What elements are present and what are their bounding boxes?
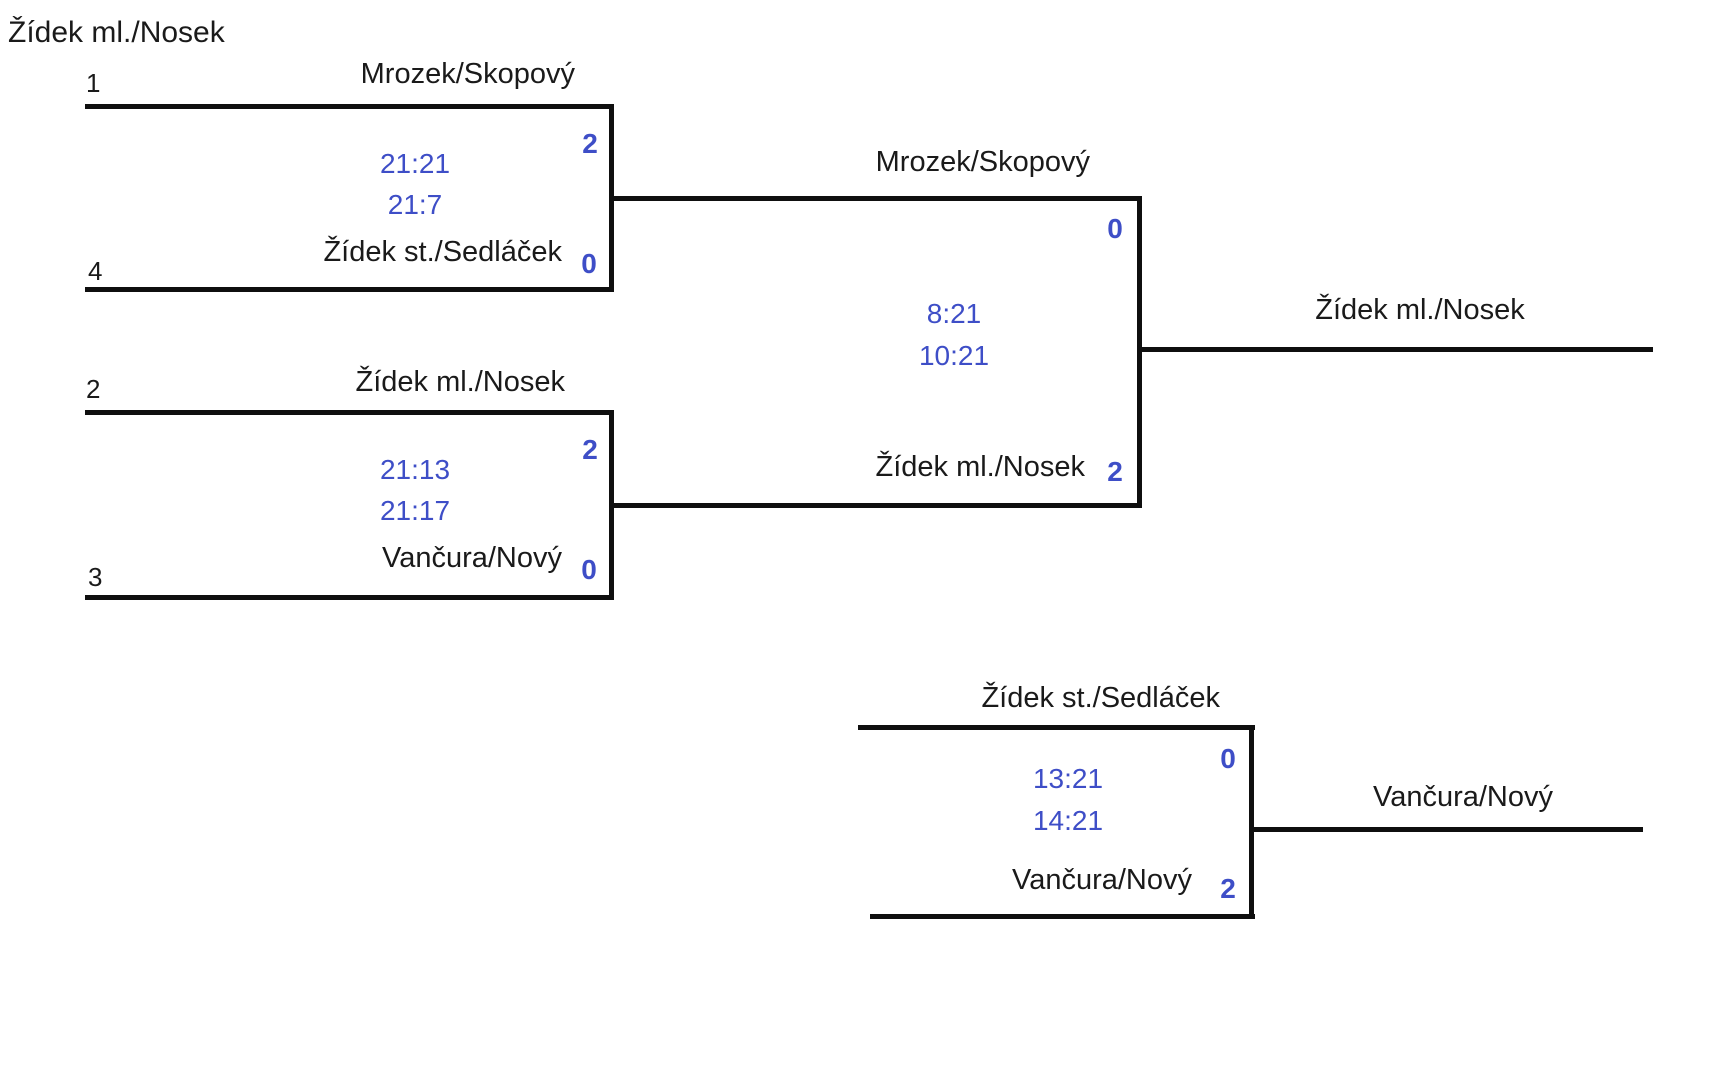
sf1-set-2: 21:7 (387, 189, 443, 220)
sf1-score-top: 2 (582, 128, 598, 159)
final-right-line (1137, 196, 1142, 508)
sf1-set-1: 21:21 (379, 148, 451, 179)
sf1-team-top: Mrozek/Skopový (360, 58, 575, 90)
sf2-seed-top: 2 (86, 374, 101, 404)
champion-name: Žídek ml./Nosek (1315, 294, 1525, 326)
tp-score-top: 0 (1220, 743, 1236, 774)
sf2-team-bottom: Vančura/Nový (382, 542, 562, 574)
sf1-seed-bottom: 4 (88, 256, 103, 286)
third-place-winner-line (1249, 827, 1643, 832)
sf1-right-line (609, 104, 614, 292)
final-team-top: Mrozek/Skopový (875, 146, 1090, 178)
final-score-bottom: 2 (1107, 456, 1123, 487)
sf2-bottom-line (85, 595, 614, 600)
tp-right-line (1249, 725, 1254, 919)
final-top-line (612, 196, 1140, 201)
tp-team-bottom: Vančura/Nový (1012, 864, 1192, 896)
tp-set-2: 14:21 (1032, 805, 1104, 836)
sf1-seed-top: 1 (86, 68, 101, 98)
bracket-title: Žídek ml./Nosek (8, 16, 225, 49)
sf2-seed-bottom: 3 (88, 562, 103, 592)
sf2-score-bottom: 0 (581, 554, 597, 585)
final-bottom-line (612, 503, 1140, 508)
sf2-right-line (609, 410, 614, 600)
sf1-score-bottom: 0 (581, 248, 597, 279)
sf2-team-top: Žídek ml./Nosek (355, 366, 566, 398)
champion-line (1137, 347, 1653, 352)
sf2-set-1: 21:13 (379, 454, 451, 485)
tp-team-top: Žídek st./Sedláček (981, 682, 1220, 714)
sf1-top-line (85, 104, 614, 109)
sf1-team-bottom: Žídek st./Sedláček (323, 236, 562, 268)
sf2-top-line (85, 410, 614, 415)
final-score-top: 0 (1107, 213, 1123, 244)
third-place-winner-name: Vančura/Nový (1373, 781, 1553, 813)
sf2-set-2: 21:17 (379, 495, 451, 526)
sf2-score-top: 2 (582, 434, 598, 465)
final-set-2: 10:21 (918, 340, 990, 371)
final-team-bottom: Žídek ml./Nosek (875, 451, 1086, 483)
tp-top-line (858, 725, 1255, 730)
tp-score-bottom: 2 (1220, 873, 1236, 904)
tp-bottom-line (870, 914, 1255, 919)
sf1-bottom-line (85, 287, 614, 292)
final-set-1: 8:21 (926, 298, 982, 329)
tp-set-1: 13:21 (1032, 763, 1104, 794)
